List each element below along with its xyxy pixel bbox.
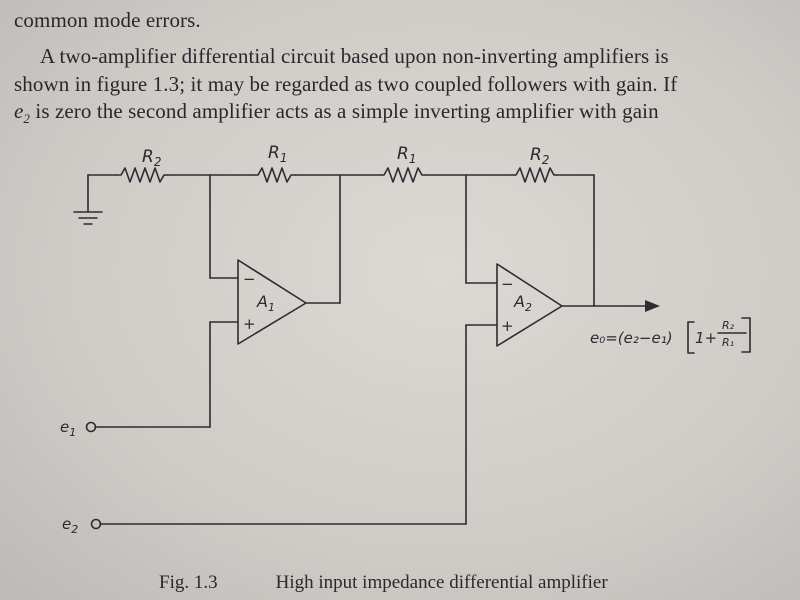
resistor-r2-right <box>511 167 557 183</box>
a2-label: A2 <box>513 292 532 314</box>
label-r1-left: R1 <box>268 143 287 165</box>
input-label-e1: e1 <box>60 418 76 439</box>
bracket-right <box>741 317 751 353</box>
resistor-r2-left <box>115 167 169 183</box>
input-terminal-e2 <box>90 518 102 530</box>
label-r2-left: R2 <box>142 147 161 169</box>
a2-minus-sign: − <box>501 275 514 293</box>
a1-plus-sign: + <box>243 315 256 333</box>
a1-label: A1 <box>256 292 275 314</box>
output-equation-one-plus: 1+ <box>695 329 717 347</box>
amplifier-a1-triangle <box>237 259 307 345</box>
a2-plus-sign: + <box>501 317 514 335</box>
label-r2-right: R2 <box>530 145 549 167</box>
a2-wiring <box>99 174 646 525</box>
fraction-numerator: R₂ <box>722 319 735 332</box>
bracket-left <box>687 321 695 354</box>
text-line-common-mode: common mode errors. <box>14 8 201 32</box>
label-r1-right: R1 <box>397 144 416 166</box>
resistor-r1-right <box>379 167 427 183</box>
figure-title: High input impedance differential amplif… <box>275 572 608 593</box>
input-label-e2: e2 <box>62 515 78 536</box>
amplifier-a2-triangle <box>496 263 563 347</box>
text-line-e2-zero: e2 is zero the second amplifier acts as … <box>14 99 659 127</box>
text-line-figure-reference: shown in figure 1.3; it may be regarded … <box>14 72 678 96</box>
a1-minus-sign: − <box>243 270 256 288</box>
fraction-denominator: R₁ <box>722 336 734 349</box>
output-arrow-head <box>645 300 660 312</box>
output-equation-lhs: e₀=(e₂−e₁) <box>590 329 673 347</box>
text-line-two-amplifier: A two-amplifier differential circuit bas… <box>40 44 669 68</box>
figure-label: Fig. 1.3 <box>159 572 218 593</box>
resistor-r1-left <box>253 167 297 183</box>
ground-symbol <box>73 174 103 225</box>
circuit-diagram: R2 R1 R1 R2 − + A1 − + A2 e1 e2 e₀=(e₂−e… <box>60 143 751 536</box>
figure-caption: Fig. 1.3 High input impedance differentia… <box>159 572 608 594</box>
var-e2: e2 <box>14 99 31 127</box>
input-terminal-e1 <box>85 421 97 433</box>
a1-wiring <box>94 174 341 428</box>
